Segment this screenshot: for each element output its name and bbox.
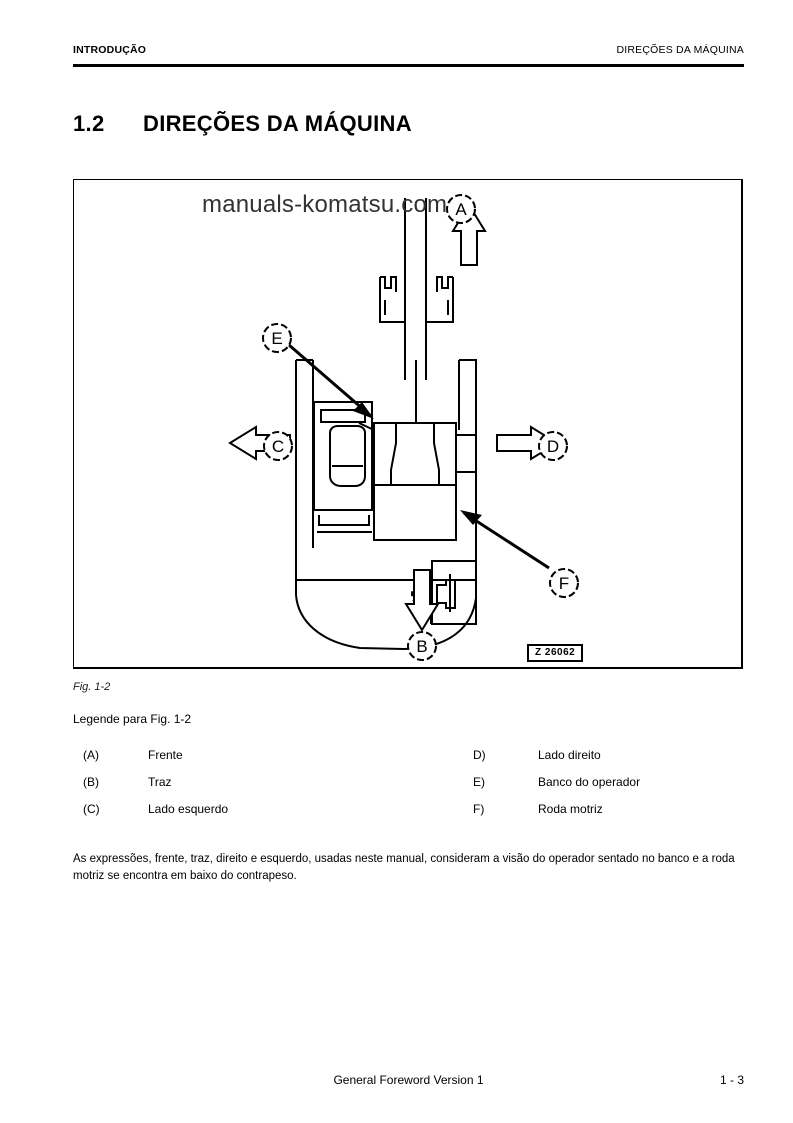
header-section-label: DIREÇÕES DA MÁQUINA <box>616 44 744 56</box>
leader-line-f <box>460 510 550 570</box>
callout-b: B <box>407 631 437 661</box>
legend-title: Legende para Fig. 1-2 <box>73 712 192 726</box>
legend-column-right: D) Lado direito E) Banco do operador F) … <box>473 748 640 829</box>
body-paragraph: As expressões, frente, traz, direito e e… <box>73 852 735 882</box>
legend-value: Lado esquerdo <box>148 802 229 816</box>
svg-text:F: F <box>559 574 569 593</box>
figure-caption: Fig. 1-2 <box>73 681 111 693</box>
legend-key: (C) <box>83 802 100 816</box>
section-title-text: DIREÇÕES DA MÁQUINA <box>143 110 412 136</box>
figure-id-box: Z 26062 <box>527 644 584 662</box>
header-rule <box>73 64 744 67</box>
callout-a: A <box>446 194 476 224</box>
legend-value: Traz <box>148 775 172 789</box>
legend-key: D) <box>473 748 486 762</box>
legend-key: (B) <box>83 775 99 789</box>
legend-row: D) Lado direito <box>473 748 640 775</box>
legend-key: F) <box>473 802 485 816</box>
callout-e: E <box>262 323 292 353</box>
watermark-text: manuals-komatsu.com <box>202 191 448 218</box>
svg-text:C: C <box>272 437 284 456</box>
footer-document-title: General Foreword Version 1 <box>333 1073 484 1087</box>
header-chapter-label: INTRODUÇÃO <box>73 44 147 56</box>
legend-row: (B) Traz <box>83 775 228 802</box>
legend-row: (C) Lado esquerdo <box>83 802 228 829</box>
svg-text:D: D <box>547 437 559 456</box>
page-footer: General Foreword Version 1 1 - 3 <box>73 1073 744 1091</box>
legend-row: E) Banco do operador <box>473 775 640 802</box>
legend-value: Lado direito <box>538 748 601 762</box>
svg-text:E: E <box>271 329 282 348</box>
legend-value: Frente <box>148 748 183 762</box>
section-number: 1.2 <box>73 110 105 136</box>
legend-key: E) <box>473 775 485 789</box>
callout-c: C <box>263 431 293 461</box>
footer-page-number: 1 - 3 <box>719 1073 744 1087</box>
legend-row: (A) Frente <box>83 748 228 775</box>
figure-frame: A B C D E <box>73 179 743 669</box>
callout-d: D <box>538 431 568 461</box>
svg-text:B: B <box>416 637 427 656</box>
machine-directions-diagram: A B C D E <box>228 194 579 661</box>
legend-value: Banco do operador <box>538 775 641 789</box>
legend-column-left: (A) Frente (B) Traz (C) Lado esquerdo <box>83 748 228 829</box>
legend-key: (A) <box>83 748 99 762</box>
legend-row: F) Roda motriz <box>473 802 640 829</box>
callout-f: F <box>549 568 579 598</box>
arrow-down-rear <box>404 569 440 632</box>
page-title: 1.2 DIREÇÕES DA MÁQUINA <box>73 111 412 137</box>
legend-value: Roda motriz <box>538 802 603 816</box>
svg-text:A: A <box>455 200 467 219</box>
running-header: INTRODUÇÃO DIREÇÕES DA MÁQUINA <box>73 44 744 64</box>
leader-line-e <box>288 343 374 419</box>
